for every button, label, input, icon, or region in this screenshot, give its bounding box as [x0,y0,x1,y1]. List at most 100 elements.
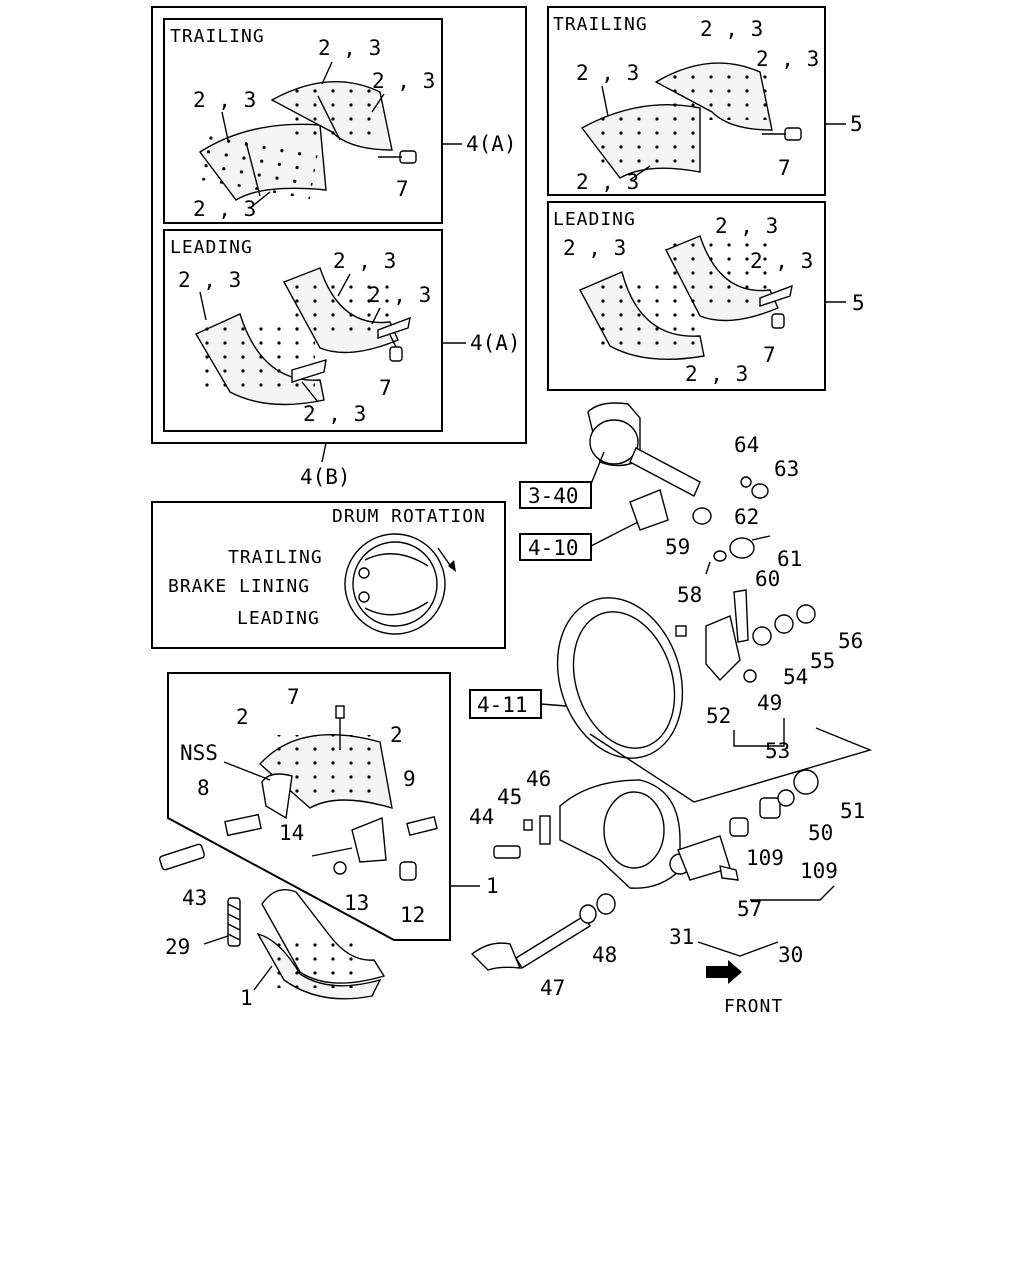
callout-63: 63 [774,457,799,481]
callout-50: 50 [808,821,833,845]
label-2-3: 2 , 3 [193,197,256,221]
brake-chamber [587,402,701,531]
label-4b: 4(B) [300,465,351,489]
label-2-3: 2 , 3 [715,214,778,238]
shoe-assembly-frame [167,672,451,941]
label-2-3: 2 , 3 [576,170,639,194]
front-arrow-icon [706,960,742,984]
label-2-3: 2 , 3 [700,17,763,41]
label-2-3: 2 , 3 [318,36,381,60]
ref-4-11[interactable]: 4-11 [477,693,528,717]
label-2-3: 2 , 3 [193,88,256,112]
callout-64: 64 [734,433,759,457]
label-5-bottom: 5 [852,291,865,315]
callout-7: 7 [379,376,392,400]
label-2-3: 2 , 3 [303,402,366,426]
drum-rotation-inset [151,501,506,649]
label-nss: NSS [180,741,218,765]
kit-4b-frame [151,6,527,444]
label-4a-bottom: 4(A) [470,331,521,355]
bolt-icon-7-leading-5 [771,313,785,329]
callout-1: 1 [240,986,253,1010]
callout-7: 7 [287,685,300,709]
callout-43: 43 [182,886,207,910]
front-label: FRONT [724,996,783,1017]
trailing-title-4a: TRAILING [170,26,265,47]
callout-55: 55 [810,649,835,673]
lining-segment-leading-5 [579,235,793,360]
callout-62: 62 [734,505,759,529]
callout-51: 51 [840,799,865,823]
callout-48: 48 [592,943,617,967]
label-2-3: 2 , 3 [178,268,241,292]
label-2-3: 2 , 3 [563,236,626,260]
leading-title-5: LEADING [553,209,636,230]
brake-shoe [259,733,393,863]
label-2-3: 2 , 3 [750,249,813,273]
callout-59: 59 [665,535,690,559]
anchor-pin [158,843,206,871]
trailing-label: TRAILING [228,547,323,568]
leading-label: LEADING [237,608,320,629]
callout-7: 7 [396,177,409,201]
callout-13: 13 [344,891,369,915]
dust-shield [556,597,684,759]
callout-49: 49 [757,691,782,715]
hardware-clevis [692,476,771,575]
callout-12: 12 [400,903,425,927]
callout-8: 8 [197,776,210,800]
callout-56: 56 [838,629,863,653]
slack-adjuster [675,589,816,683]
callout-30: 30 [778,943,803,967]
camshaft [470,893,616,971]
brake-lining-label: BRAKE LINING [168,576,310,597]
callout-29: 29 [165,935,190,959]
callout-47: 47 [540,976,565,1000]
lining-segment-trailing-5 [580,62,773,179]
callout-58: 58 [677,583,702,607]
cam-bushings [729,769,819,837]
callout-54: 54 [783,665,808,689]
bolt-icon-7-trailing-5 [762,127,802,141]
ref-box-4-10[interactable] [519,533,592,561]
bolt-icon-7-trailing-4a [378,150,417,164]
hardware-shoe [224,705,438,881]
label-2-3: 2 , 3 [372,69,435,93]
label-2-3: 2 , 3 [685,362,748,386]
callout-14: 14 [279,821,304,845]
trailing-title-5: TRAILING [553,14,648,35]
brake-spider [559,779,731,889]
callout-7: 7 [763,343,776,367]
ref-box-3-40[interactable] [519,481,592,509]
callout-52: 52 [706,704,731,728]
drum-rotation-label: DRUM ROTATION [332,506,486,527]
label-5-top: 5 [850,112,863,136]
callout-44: 44 [469,805,494,829]
brake-shoe-assembled [256,889,386,1000]
lining-segment-trailing-4a [198,81,393,201]
bolt-icon-7-leading-4a [389,334,403,362]
ref-4-10[interactable]: 4-10 [528,536,579,560]
return-spring [227,897,241,947]
label-2-3: 2 , 3 [576,61,639,85]
callout-46: 46 [526,767,551,791]
kit-5-frame [547,6,826,391]
label-4a-top: 4(A) [466,132,517,156]
ref-3-40[interactable]: 3-40 [528,484,579,508]
drum-schematic [344,533,456,635]
callout-57: 57 [737,897,762,921]
leading-title-4a: LEADING [170,237,253,258]
callout-61: 61 [777,547,802,571]
label-2-3: 2 , 3 [756,47,819,71]
callout-109: 109 [800,859,838,883]
callout-31: 31 [669,925,694,949]
callout-7: 7 [778,156,791,180]
callout-2: 2 [390,723,403,747]
spider-hardware [493,815,739,881]
label-2-3: 2 , 3 [368,283,431,307]
label-2-3: 2 , 3 [333,249,396,273]
callout-45: 45 [497,785,522,809]
callout-60: 60 [755,567,780,591]
callout-109: 109 [746,846,784,870]
